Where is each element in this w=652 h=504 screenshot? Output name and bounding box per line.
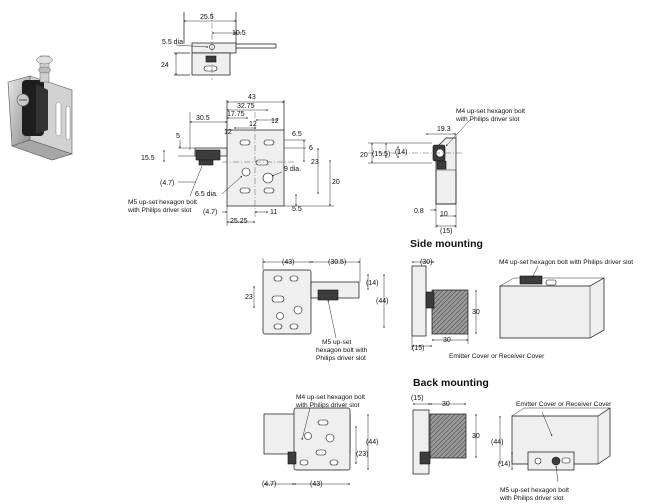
note-side-m4-line2: with Philips driver slot xyxy=(455,116,520,123)
dim-side-14: (14) xyxy=(395,149,407,156)
note-sm-m5-line2: hexagon bolt with xyxy=(316,347,368,354)
dim-front-23: 23 xyxy=(311,159,319,166)
dim-front-11: 11 xyxy=(270,209,277,216)
side-view: 19.3 20 (15.5) (14) 0.8 10 (15) M4 up-se… xyxy=(360,108,525,235)
note-side-m4-line1: M4 up-set hexagon bolt xyxy=(456,108,525,115)
note-sm-m4: M4 up-set hexagon bolt with Philips driv… xyxy=(499,259,633,266)
product-photo xyxy=(7,55,73,161)
dim-front-17-75: 17.75 xyxy=(227,111,245,118)
dim-sm-30-bottom: 30 xyxy=(443,337,451,344)
note-sm-m5-line3: Philips driver slot xyxy=(316,355,366,362)
note-front-m5-line1: M5 up-set hexagon bolt xyxy=(128,199,197,206)
note-bm-m4-line1: M4 up-set hexagon bolt xyxy=(296,394,365,401)
dim-side-0-8: 0.8 xyxy=(414,208,424,215)
note-bm-m4-line2: with Philips driver slot xyxy=(295,402,360,409)
dim-side-10: 10 xyxy=(440,211,448,218)
side-mounting-section: Side mounting (43) (30.5) 23 (14) (44) M… xyxy=(245,238,633,362)
top-view: 25.5 10.5 5.5 dia. 24 xyxy=(161,12,277,80)
dim-bm-44-right: (44) xyxy=(491,439,503,446)
back-mounting-section: Back mounting M4 up-set hexagon bolt wit… xyxy=(262,377,612,502)
dim-sm-44: (44) xyxy=(376,298,388,305)
dim-sm-23: 23 xyxy=(245,294,253,301)
dim-front-4-7b: (4.7) xyxy=(203,209,217,216)
note-bm-m5-line2: with Philips driver slot xyxy=(499,495,564,502)
dim-top-width: 25.5 xyxy=(200,14,214,21)
note-front-m5-line2: with Philips driver slot xyxy=(127,207,192,214)
dim-bm-4-7: (4.7) xyxy=(262,481,276,488)
side-mounting-title: Side mounting xyxy=(410,238,483,250)
dim-front-32-75: 32.75 xyxy=(237,103,255,110)
dim-sm-30-top: (30) xyxy=(420,259,432,266)
dim-front-15-5: 15.5 xyxy=(141,155,155,162)
dim-front-6-5: 6.5 xyxy=(292,131,302,138)
dim-front-9-dia: 9 dia. xyxy=(284,166,301,173)
dim-side-19-3: 19.3 xyxy=(437,126,451,133)
dim-side-20: 20 xyxy=(360,152,368,159)
dim-bm-14: (14) xyxy=(498,461,510,468)
back-mounting-title: Back mounting xyxy=(413,377,489,389)
dim-front-5: 5 xyxy=(176,133,180,140)
dim-front-25-25: 25.25 xyxy=(230,218,248,225)
dim-front-20: 20 xyxy=(332,179,340,186)
note-bm-m5-line1: M5 up-set hexagon bolt xyxy=(500,487,569,494)
dim-front-width: 43 xyxy=(248,94,256,101)
dim-top-offset: 10.5 xyxy=(232,30,246,37)
dim-bm-15: (15) xyxy=(411,395,423,402)
dim-side-15-5: (15.5) xyxy=(372,151,390,158)
dim-front-6: 6 xyxy=(309,145,313,152)
dim-bm-43: (43) xyxy=(310,481,322,488)
dim-bm-23: (23) xyxy=(356,451,368,458)
label-sm-cover: Emitter Cover or Receiver Cover xyxy=(449,353,545,360)
dim-sm-30-5: (30.5) xyxy=(328,259,346,266)
dim-top-hole-dia: 5.5 dia. xyxy=(162,39,185,46)
dim-front-5-5: 5.5 xyxy=(292,206,302,213)
dim-front-12b: 12 xyxy=(249,121,257,128)
note-sm-m5-line1: M5 up-set xyxy=(322,339,351,346)
dim-bm-44-left: (44) xyxy=(366,439,378,446)
dim-sm-30-right: 30 xyxy=(472,309,480,316)
dim-front-4-7a: (4.7) xyxy=(160,180,174,187)
dim-sm-14: (14) xyxy=(366,280,378,287)
front-view: 43 32.75 17.75 30.5 12 12 12 5 6.5 6 23 … xyxy=(127,94,340,226)
dim-bm-30-top: 30 xyxy=(442,401,450,408)
label-bm-cover: Emitter Cover or Receiver Cover xyxy=(516,401,612,408)
dim-front-12a: 12 xyxy=(224,129,232,136)
dim-bm-30-right: 30 xyxy=(472,433,480,440)
dim-sm-15: (15) xyxy=(412,345,424,352)
dim-front-30-5: 30.5 xyxy=(196,115,210,122)
dim-front-12c: 12 xyxy=(271,118,279,125)
dim-side-15: (15) xyxy=(440,228,452,235)
dim-top-height: 24 xyxy=(161,62,169,69)
dim-front-6-5-dia: 6.5 dia. xyxy=(195,191,218,198)
dim-sm-43: (43) xyxy=(282,259,294,266)
